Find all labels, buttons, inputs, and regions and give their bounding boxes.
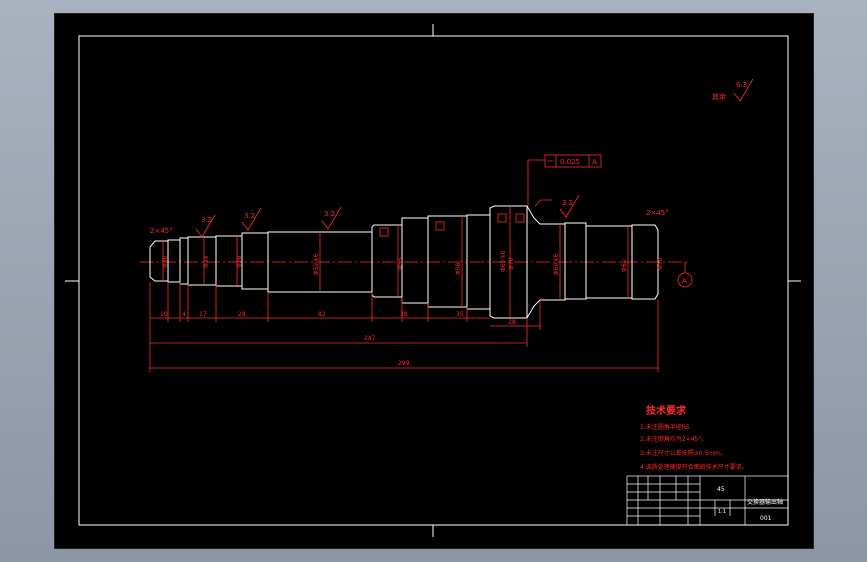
note-4: 4.调质处理硬度符合图纸技术尺寸要求。: [640, 463, 748, 471]
dim-seg-5: 82: [318, 311, 326, 318]
diameter-label-10: Φ60: [621, 259, 628, 272]
datum-letter: A: [682, 277, 687, 285]
title-block: [626, 475, 789, 526]
diameter-label-9: Φ60 k6: [553, 253, 560, 275]
dim-seg-8: 28: [508, 319, 516, 326]
diameter-labels: Φ30 Φ34 Φ38 Φ52 k6 Φ55 Φ58 Φ65 k6 Φ70 Φ6…: [162, 250, 664, 275]
dim-seg-7: 35: [456, 311, 464, 318]
diameter-label-4: Φ52 k6: [313, 253, 320, 275]
title-code: 001: [760, 515, 772, 522]
roughness-value-2: 3.2: [244, 212, 255, 220]
title-material: 45: [717, 486, 725, 493]
title-part-name: 交换器输出轴: [747, 498, 783, 506]
tolerance-datum: A: [592, 158, 597, 166]
diameter-label-3: Φ38: [236, 255, 243, 268]
diameter-label-8: Φ70: [508, 257, 515, 270]
diameter-label-6: Φ58: [455, 262, 462, 275]
tolerance-frame: [544, 154, 602, 168]
dim-seg-3: 17: [199, 311, 207, 318]
border-ticks: [65, 24, 801, 537]
diameter-label-5: Φ55: [397, 257, 404, 270]
note-2: 2.未注倒角均为2×45°。: [640, 435, 707, 443]
roughness-value-3: 3.2: [324, 210, 335, 218]
shaft-outline: [149, 205, 659, 319]
diameter-label-7: Φ65 k6: [500, 250, 507, 272]
chamfer-left: 2×45°: [150, 227, 173, 235]
roughness-symbols: [195, 78, 754, 238]
note-1: 1.未注圆角半径R5.: [640, 423, 692, 431]
dim-mid: 247: [364, 335, 376, 342]
dim-seg-6: 38: [400, 311, 408, 318]
dim-seg-4: 28: [238, 311, 246, 318]
tolerance-value: 0.025: [560, 158, 580, 166]
roughness-general-value: 6.3: [736, 81, 747, 89]
drawing-sheet: [54, 13, 814, 549]
diameter-label-11: Φ50: [657, 257, 664, 270]
note-3: 3.未注尺寸公差按照±0.5mm。: [640, 449, 726, 457]
chamfer-right: 2×45°: [646, 209, 669, 217]
diameter-label-1: Φ30: [162, 255, 169, 268]
diameter-label-2: Φ34: [203, 255, 210, 268]
dim-total: 299: [398, 360, 410, 367]
roughness-value-4: 3.2: [562, 199, 573, 207]
dim-seg-1: 10: [160, 311, 168, 318]
datum-symbol: [677, 262, 693, 288]
dimension-lines: [149, 159, 659, 372]
notes-title: 技术要求: [646, 404, 687, 417]
roughness-value-1: 3.2: [201, 216, 212, 224]
dim-seg-2: 4: [182, 311, 186, 318]
title-scale: 1:1: [718, 509, 726, 515]
roughness-general-label: 其余: [712, 92, 726, 101]
